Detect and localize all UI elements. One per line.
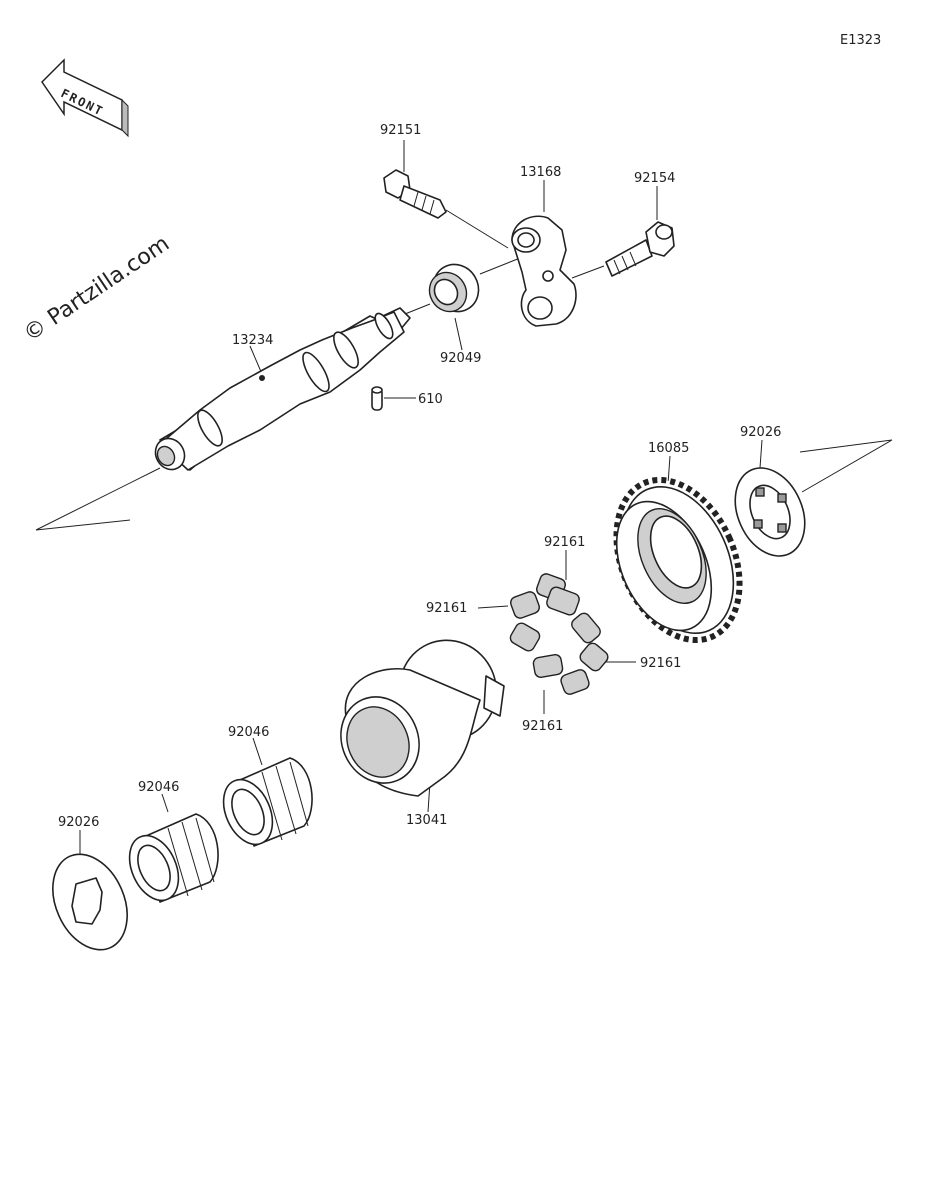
washer-92026-top xyxy=(734,467,806,557)
clutch-housing-13041 xyxy=(340,639,505,797)
diagram-code: E1323 xyxy=(840,33,881,48)
lever-13168 xyxy=(511,215,577,327)
gear-16085 xyxy=(613,476,743,644)
label-92046-lower: 92046 xyxy=(138,780,179,795)
needle-bearing-92046-upper xyxy=(222,757,313,847)
rollers-92161 xyxy=(509,573,609,695)
watermark: © Partzilla.com xyxy=(19,231,174,347)
label-92154: 92154 xyxy=(634,171,675,186)
needle-bearing-92046-lower xyxy=(128,813,219,903)
label-92161-left: 92161 xyxy=(426,601,467,616)
front-arrow-icon: FRONT xyxy=(41,58,129,138)
pin-610 xyxy=(371,386,383,411)
label-92161-bottom: 92161 xyxy=(522,719,563,734)
label-92026-bottom: 92026 xyxy=(58,815,99,830)
label-610: 610 xyxy=(418,392,443,407)
leader-lines xyxy=(35,140,893,858)
label-92161-top: 92161 xyxy=(544,535,585,550)
label-13234: 13234 xyxy=(232,333,273,348)
label-92026-top: 92026 xyxy=(740,425,781,440)
label-13168: 13168 xyxy=(520,165,561,180)
shaft-13234 xyxy=(154,307,411,471)
label-13041: 13041 xyxy=(406,813,447,828)
label-92046-upper: 92046 xyxy=(228,725,269,740)
washer-92026-bottom xyxy=(52,853,128,951)
label-92049: 92049 xyxy=(440,351,481,366)
label-92151: 92151 xyxy=(380,123,421,138)
label-16085: 16085 xyxy=(648,441,689,456)
oil-seal-92049 xyxy=(428,263,480,313)
bolt-92154 xyxy=(605,221,675,277)
label-92161-right: 92161 xyxy=(640,656,681,671)
bolt-92151 xyxy=(383,169,447,219)
